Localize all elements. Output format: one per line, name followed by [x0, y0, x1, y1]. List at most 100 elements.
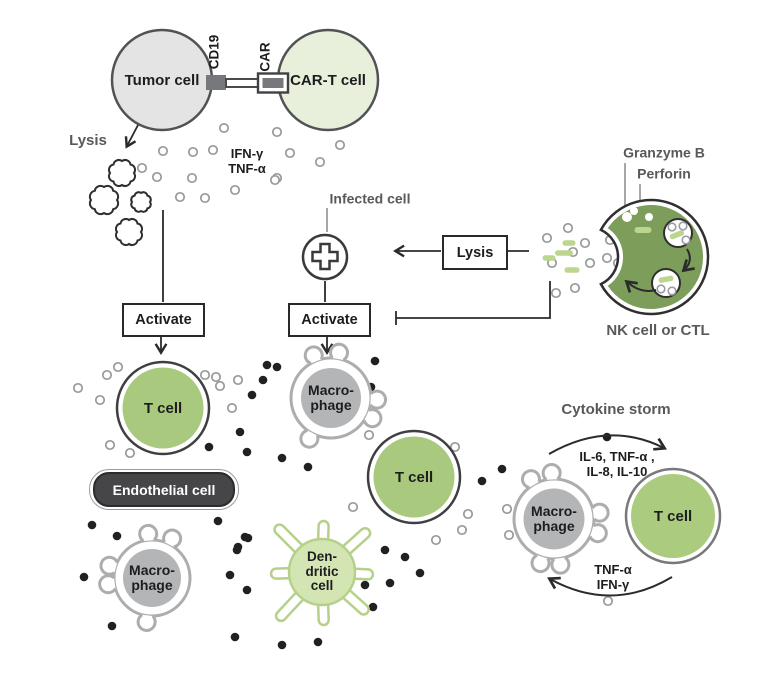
- tumor-fragments: [88, 159, 152, 246]
- cytokine-dot: [204, 442, 214, 452]
- nk-vesicle-2: [651, 268, 681, 298]
- macrophage-2-label-line2: phage: [310, 397, 352, 413]
- cytokine-dot: [87, 520, 97, 530]
- cytokine-list-top: IL-6, TNF-α , IL-8, IL-10: [579, 449, 654, 479]
- t-cell-3: [624, 467, 722, 565]
- cytokine-open-circle: [124, 447, 136, 459]
- cytokine-open-circle: [199, 369, 211, 381]
- activate-box-2: Activate: [288, 303, 371, 337]
- macrophage-bump: [138, 523, 159, 543]
- cytokine-dot: [497, 464, 507, 474]
- t-cell-1-label: T cell: [143, 399, 183, 417]
- tumor-lysis-arrow: [124, 124, 139, 149]
- macrophage-3-label: Macro- phage: [531, 503, 577, 534]
- cd19-antigen: [206, 75, 226, 90]
- cytokine-open-circle: [550, 287, 562, 299]
- granzyme-b-label: Granzyme B: [623, 144, 705, 161]
- dendritic-label-line1: Den-: [306, 549, 337, 565]
- cytokine-open-circle: [232, 374, 244, 386]
- cytokine-open-circle: [334, 139, 346, 151]
- macrophage-bump: [99, 555, 119, 576]
- cytokine-dot: [400, 552, 410, 562]
- tumor-fragment: [130, 191, 152, 213]
- cytokine-dot: [415, 568, 425, 578]
- t-cell-2-body: [373, 436, 455, 518]
- macrophage-bump: [541, 463, 562, 481]
- cytokine-cycle-arrows: [547, 434, 673, 597]
- cytokine-dot: [247, 390, 257, 400]
- cytokine-dot: [242, 447, 252, 457]
- nk-cell-label: NK cell or CTL: [606, 321, 710, 339]
- cytokine-open-circle: [186, 172, 198, 184]
- cytokine-dot: [262, 360, 272, 370]
- macrophage-bump: [98, 574, 117, 595]
- nk-activate-elbow: [396, 281, 551, 319]
- vesicle-flow-arrow: [624, 279, 657, 293]
- macrophage-3-label-line2: phage: [533, 518, 575, 534]
- macrophage-bump: [362, 408, 383, 429]
- tcell-to-macrophage-arc: [547, 576, 673, 597]
- vesicle-granule: [656, 284, 666, 294]
- cytokine-dot: [385, 578, 395, 588]
- nk-vesicle-1: [663, 218, 693, 248]
- ifn-label: IFN-γ: [230, 146, 264, 161]
- infected-cell: [301, 233, 349, 281]
- macrophage-to-tcell-arc: [548, 434, 667, 455]
- cytokine-open-circle: [207, 144, 219, 156]
- granule-bar: [562, 240, 576, 246]
- cytokine-open-circle: [584, 257, 596, 269]
- t-cell-1: [115, 360, 211, 456]
- cytokine-open-circle: [112, 361, 124, 373]
- cytokine-dot: [243, 533, 253, 543]
- cytokine-dot: [242, 585, 252, 595]
- tumor-fragment: [108, 159, 136, 187]
- lysis-box-label: Lysis: [456, 244, 494, 261]
- vesicle-granule: [681, 235, 691, 245]
- macrophage-2-label: Macro- phage: [308, 382, 354, 413]
- cytokine-dot: [225, 570, 235, 580]
- cytokine-open-circle: [430, 534, 442, 546]
- macrophage-1-label: Macro- phage: [129, 561, 175, 593]
- t-cell-3-body: [631, 474, 715, 558]
- tumor-fragment: [88, 184, 120, 216]
- dendritic-label-line2: dritic: [305, 563, 339, 579]
- cytokine-open-circle: [72, 382, 84, 394]
- cytokine-open-circle: [569, 282, 581, 294]
- cytokine-list-top-line1: IL-6, TNF-α ,: [579, 449, 655, 464]
- cd19-label: CD19: [206, 34, 222, 70]
- perforin-bar: [634, 227, 652, 233]
- macrophage-bump: [162, 528, 183, 549]
- granzyme-dot: [645, 213, 653, 221]
- t-cell-1-body: [122, 367, 204, 449]
- macrophage-body: [523, 488, 585, 550]
- granule-bar: [555, 250, 573, 256]
- cytokine-open-circle: [226, 402, 238, 414]
- cytokine-open-circle: [314, 156, 326, 168]
- cytokine-dot: [230, 632, 240, 642]
- activate-box-2-label: Activate: [301, 312, 358, 328]
- cytokine-dot: [303, 462, 313, 472]
- macrophage-bump: [530, 553, 551, 574]
- cytokine-open-circle: [214, 380, 226, 392]
- cytokine-open-circle: [579, 237, 591, 249]
- dendritic-cell-label: Den- dritic cell: [305, 550, 338, 594]
- macrophage-1-label-line1: Macro-: [129, 561, 175, 578]
- cytokine-open-circle: [104, 439, 116, 451]
- cytokine-list-bottom: TNF-α IFN-γ: [594, 562, 632, 592]
- macrophage-bump: [591, 502, 610, 523]
- lysis-left-label: Lysis: [69, 131, 107, 149]
- lysis-box: Lysis: [442, 235, 508, 270]
- cytokine-open-circle: [462, 508, 474, 520]
- vesicle-granule: [678, 221, 688, 231]
- tnf-label: TNF-α: [228, 161, 266, 176]
- cytokine-list-bottom-line2: IFN-γ: [596, 577, 630, 592]
- cytokine-open-circle: [456, 524, 468, 536]
- vesicle-granule: [667, 222, 677, 232]
- granzyme-dot: [630, 207, 638, 215]
- cytokine-dot: [232, 545, 242, 555]
- infected-cell-label: Infected cell: [329, 190, 411, 207]
- cytokine-dot: [107, 621, 117, 631]
- t-cell-2: [366, 429, 462, 525]
